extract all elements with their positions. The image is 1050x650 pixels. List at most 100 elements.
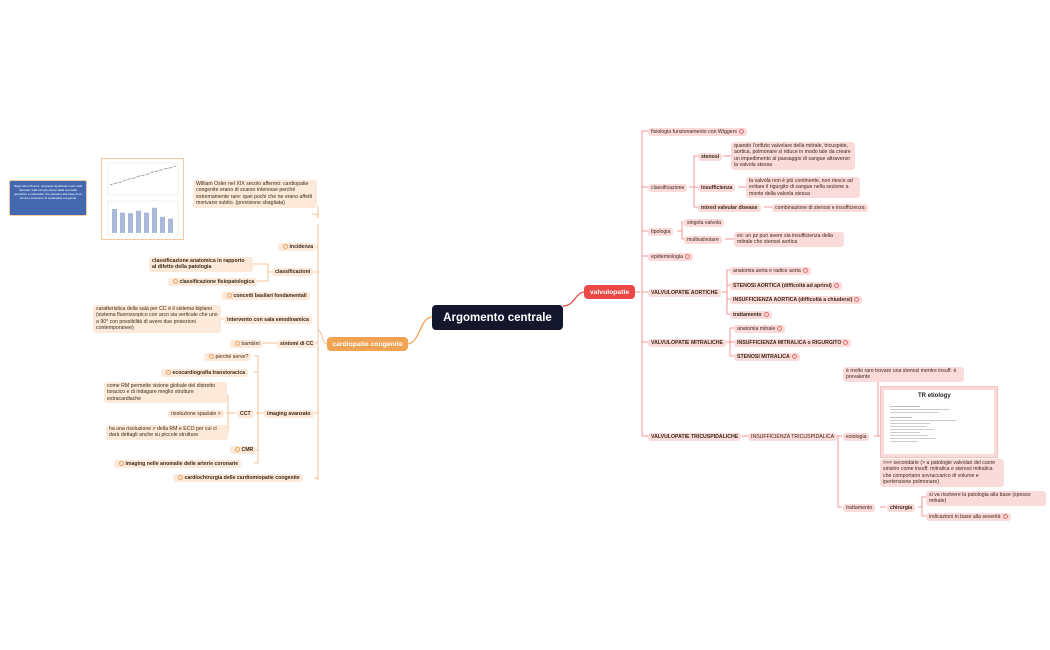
topic-risoluzione[interactable]: risoluzione spaziale >	[168, 410, 224, 419]
topic-incidenza[interactable]: incidenza	[278, 243, 317, 252]
bar	[112, 209, 117, 233]
collapse-icon[interactable]	[1002, 514, 1008, 520]
collapse-icon[interactable]	[763, 312, 769, 318]
branch-cardiopatie-congenite[interactable]: cardiopatie congenite	[327, 337, 408, 351]
line-chart-panel	[107, 162, 179, 196]
collapse-icon[interactable]	[854, 297, 860, 303]
topic-mixed[interactable]: mixed valvular disease	[698, 204, 761, 213]
collapse-icon[interactable]	[173, 279, 178, 285]
topic-ecocardiografia[interactable]: ecocardiografia transtoracica	[161, 369, 249, 378]
bar	[160, 216, 165, 233]
topic-cct[interactable]: CCT	[237, 410, 254, 419]
secondarie-text[interactable]: >>> secondarie (> a patologie valvolari …	[880, 459, 1004, 487]
topic-imaging-avanzato[interactable]: imaging avanzato	[264, 410, 314, 419]
topic-intervento[interactable]: intervento con sala emodinamica	[224, 316, 312, 325]
topic-indicazioni[interactable]: indicazioni in base alla severità	[926, 513, 1011, 522]
collapse-icon[interactable]	[209, 354, 214, 360]
topic-bambini[interactable]: bambini	[230, 340, 263, 349]
topic-stenosi[interactable]: stenosi	[698, 153, 723, 162]
central-topic[interactable]: Argomento centrale	[432, 305, 563, 330]
topic-valvulopatie-mitraliche[interactable]: VALVULOPATIE MITRALICHE	[648, 339, 726, 348]
collapse-icon[interactable]	[235, 447, 240, 453]
bar-chart-panel	[107, 200, 179, 236]
osler-quote[interactable]: William Osler nel XIX secolo affermò: ca…	[193, 180, 317, 208]
chart-thumbnail[interactable]	[101, 158, 184, 240]
collapse-icon[interactable]	[119, 461, 124, 467]
topic-stenosi-mitralica[interactable]: STENOSI MITRALICA	[734, 353, 800, 362]
chirurgia-text[interactable]: si va risolvere la patologia alla base (…	[926, 491, 1046, 506]
collapse-icon[interactable]	[738, 129, 744, 135]
collapse-icon[interactable]	[178, 475, 183, 481]
topic-chirurgia[interactable]: chirurgia	[887, 504, 916, 513]
topic-trattamento-aortico[interactable]: trattamento	[730, 311, 772, 320]
topic-multivalvolare[interactable]: multivalvolare	[684, 236, 722, 245]
line-point	[169, 167, 172, 169]
topic-class-anatomica[interactable]: classificazione anatomica in rapporto al…	[149, 257, 253, 272]
topic-class-fisiopatologica[interactable]: classificazione fisiopatologica	[168, 278, 258, 287]
collapse-icon[interactable]	[685, 254, 691, 260]
collapse-icon[interactable]	[235, 341, 240, 347]
branch-valvulopatie[interactable]: valvulopatie	[584, 285, 635, 299]
cct-text-2[interactable]: ha una risoluzione > della RM e ECO per …	[106, 425, 228, 440]
topic-eziologia[interactable]: eziologia	[843, 433, 870, 442]
insufficienza-text[interactable]: la valvola non è più continente, non rie…	[746, 177, 860, 199]
multivalvolare-text[interactable]: es: un pz può avere sia insufficienza de…	[734, 232, 844, 247]
line-point	[119, 181, 121, 184]
topic-concetti[interactable]: concetti basilari fondamentali	[222, 292, 310, 301]
tr-etiology-title: TR etiology	[918, 393, 951, 399]
topic-perche-serve[interactable]: perché serve?	[204, 353, 252, 362]
chart-thumbnail-svg	[107, 162, 179, 236]
topic-anatomia-aorta[interactable]: anatomia aorta e radice aorta	[730, 267, 811, 276]
collapse-icon[interactable]	[283, 244, 288, 250]
collapse-icon[interactable]	[833, 283, 839, 289]
topic-valvulopatie-tricuspidaliche[interactable]: VALVULOPATIE TRICUSPIDALICHE	[648, 433, 742, 442]
topic-cardiochirurgia[interactable]: cardiochirurgia delle cardiomiopatie con…	[173, 474, 303, 483]
collapse-icon[interactable]	[791, 354, 797, 360]
collapse-icon[interactable]	[802, 268, 808, 274]
mixed-text[interactable]: combinazione di stenosi e insufficienza	[772, 204, 868, 213]
stenosi-text[interactable]: quando l'orifizio valvolare della mitral…	[731, 142, 855, 170]
topic-epidemiologia[interactable]: epidemiologia	[648, 253, 694, 262]
tr-etiology-image[interactable]: TR etiology	[880, 386, 998, 458]
topic-singola-valvola[interactable]: singola valvola	[684, 219, 725, 228]
collapse-icon[interactable]	[843, 340, 849, 346]
topic-anatomia-mitrale[interactable]: anatomia mitrale	[734, 325, 786, 334]
topic-insufficienza-aortica[interactable]: INSUFFICIENZA AORTICA (difficoltà a chiu…	[730, 296, 863, 305]
topic-tipologia[interactable]: tipologia	[648, 228, 674, 237]
topic-classificazioni[interactable]: classificazioni	[272, 268, 314, 277]
topic-cmr[interactable]: CMR	[230, 446, 257, 455]
line-point	[151, 171, 153, 173]
line-point	[174, 165, 176, 167]
note-card[interactable]: Negli ultimi 25 anni, progressi signific…	[9, 180, 87, 216]
topic-fisiologia[interactable]: fisiologia funzionamento con Wiggers	[648, 128, 747, 137]
bar	[144, 212, 149, 233]
raro-text[interactable]: è molto raro trovare una stenosi mentre …	[843, 367, 964, 382]
intervento-text[interactable]: caratteristica della sala per CC è il si…	[93, 305, 221, 333]
bar	[168, 218, 173, 233]
bar	[128, 213, 133, 233]
collapse-icon[interactable]	[777, 326, 783, 332]
line-point	[165, 167, 167, 170]
cct-text-1[interactable]: come RM permette visione globale del dis…	[104, 382, 227, 404]
bar	[120, 212, 125, 233]
line-point	[110, 184, 112, 186]
collapse-icon[interactable]	[227, 293, 232, 299]
topic-imaging-anomalie[interactable]: imaging nelle anomalie delle arterie cor…	[114, 460, 242, 469]
topic-valvulopatie-aortiche[interactable]: VALVULOPATIE AORTICHE	[648, 289, 721, 298]
bar	[136, 210, 141, 233]
line-point	[137, 175, 140, 177]
topic-trattamento-tricuspidalico[interactable]: trattamento	[843, 504, 876, 513]
topic-sintomi[interactable]: sintomi di CC	[277, 340, 317, 349]
topic-insufficienza-tricuspidalica[interactable]: INSUFFICIENZA TRICUSPIDALICA	[748, 433, 838, 442]
tr-etiology-text-lines	[890, 404, 960, 444]
line-point	[146, 173, 149, 175]
line-point	[128, 178, 130, 180]
topic-stenosi-aortica[interactable]: STENOSI AORTICA (difficoltà ad aprirsi)	[730, 282, 842, 291]
line-point	[160, 169, 162, 171]
topic-classificazione[interactable]: classificazione	[648, 184, 688, 193]
topic-insufficienza[interactable]: insufficienza	[698, 184, 736, 193]
line-point	[156, 170, 158, 172]
collapse-icon[interactable]	[166, 370, 171, 376]
line-point	[142, 174, 144, 177]
topic-insufficienza-mitralica[interactable]: INSUFFICIENZA MITRALICA o RIGURGITO	[734, 339, 852, 348]
